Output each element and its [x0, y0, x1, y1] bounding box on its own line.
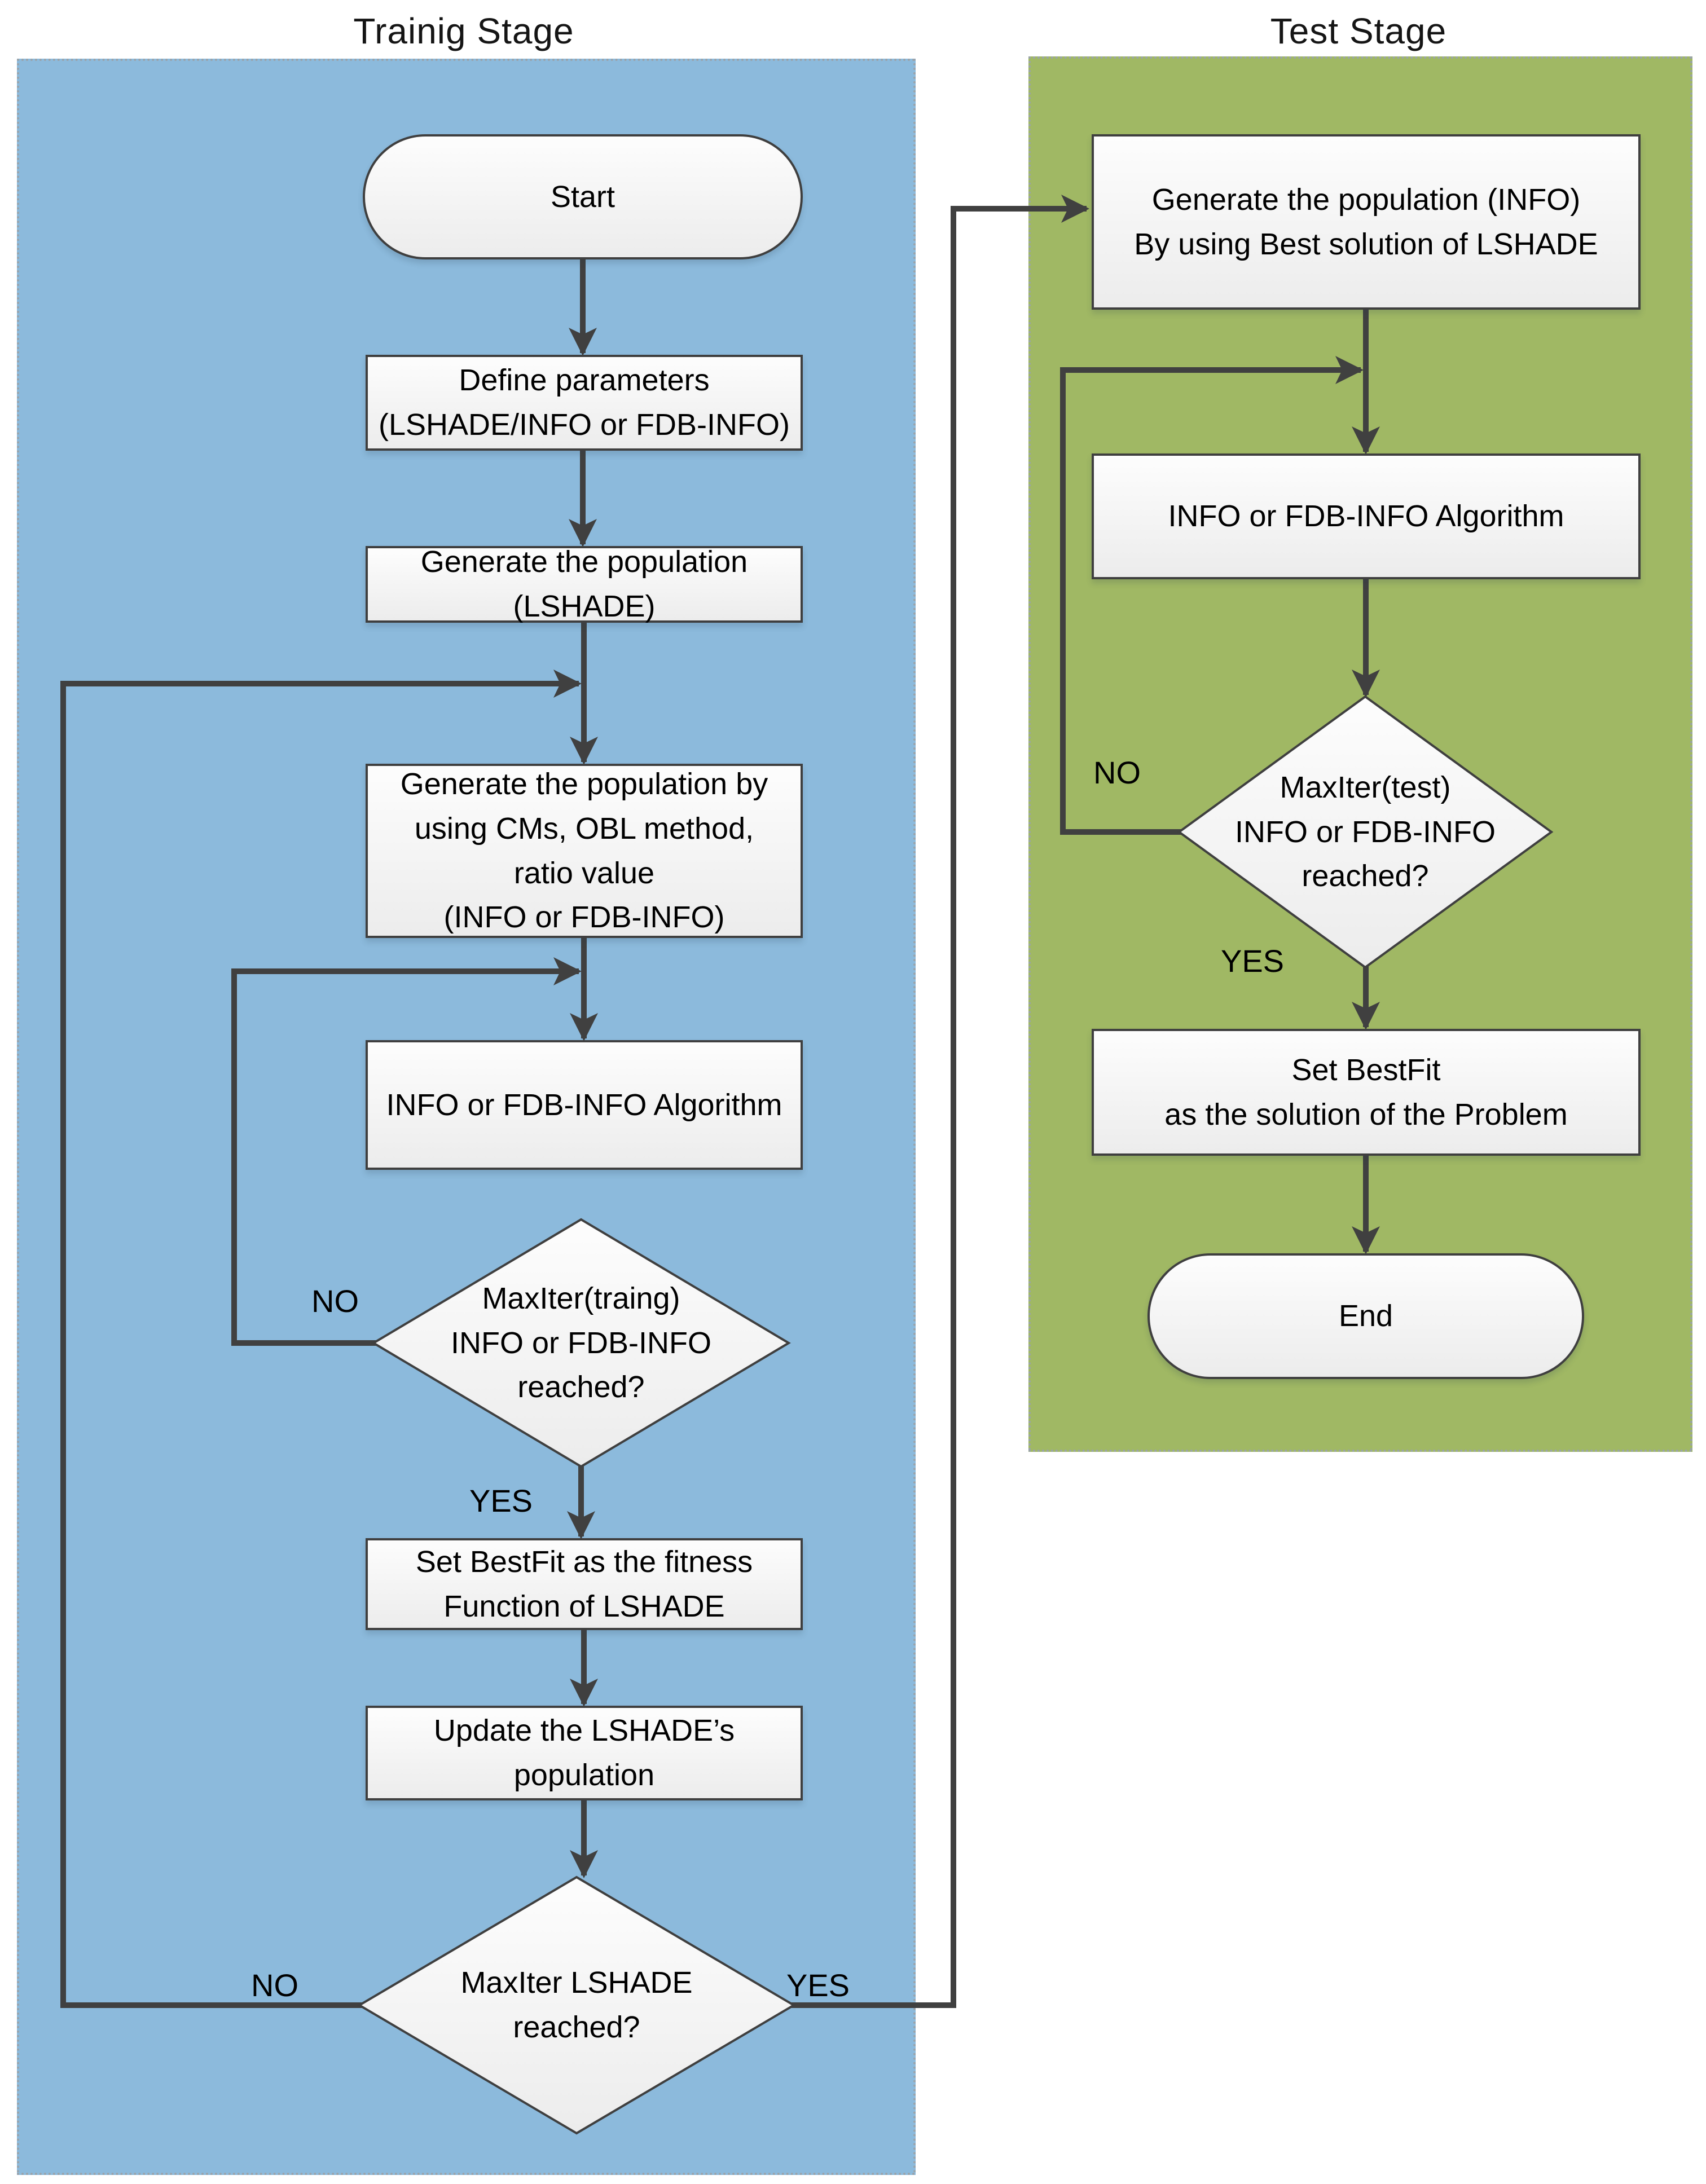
- training-inner-no-label: NO: [311, 1283, 359, 1319]
- end-terminator: End: [1147, 1253, 1584, 1379]
- test-algorithm-box: INFO or FDB-INFO Algorithm: [1092, 453, 1641, 579]
- training-inner-yes-label: YES: [469, 1482, 533, 1518]
- training-outer-no-label: NO: [251, 1967, 298, 2003]
- test-generate-population-label: Generate the population (INFO) By using …: [1134, 182, 1598, 261]
- decision-maxiter-lshade-label: MaxIter LSHADE reached?: [460, 1966, 693, 2044]
- decision-maxiter-test-shape: [1177, 695, 1554, 969]
- training-algorithm-label: INFO or FDB-INFO Algorithm: [386, 1087, 782, 1122]
- test-algorithm-label: INFO or FDB-INFO Algorithm: [1168, 499, 1564, 534]
- decision-maxiter-test-label: MaxIter(test) INFO or FDB-INFO reached?: [1235, 770, 1496, 893]
- edge-outer-no-loop: [60, 670, 582, 2008]
- test-no-label: NO: [1093, 754, 1141, 790]
- test-set-bestfit-box: Set BestFit as the solution of the Probl…: [1092, 1029, 1641, 1156]
- training-algorithm-box: INFO or FDB-INFO Algorithm: [366, 1040, 803, 1170]
- edge-inner-no-loop: [231, 957, 582, 1346]
- start-terminator: Start: [363, 134, 803, 259]
- test-stage-title: Test Stage: [1270, 11, 1447, 51]
- edge-test-no-loop: [1060, 356, 1364, 835]
- define-parameters-box: Define parameters (LSHADE/INFO or FDB-IN…: [366, 355, 803, 451]
- decision-maxiter-training-shape: [371, 1218, 791, 1468]
- test-yes-label: YES: [1220, 943, 1285, 979]
- set-bestfit-fitness-label: Set BestFit as the fitness Function of L…: [415, 1544, 753, 1623]
- end-label: End: [1338, 1299, 1393, 1333]
- training-stage-title: Trainig Stage: [353, 11, 574, 51]
- edge-decision2-yes-to-test: [791, 195, 1089, 2008]
- update-lshade-population-label: Update the LSHADE’s population: [433, 1714, 735, 1792]
- test-generate-population-box: Generate the population (INFO) By using …: [1092, 134, 1641, 310]
- generate-population-lshade-box: Generate the population (LSHADE): [366, 545, 803, 623]
- generate-population-info-label: Generate the population by using CMs, OB…: [400, 767, 768, 935]
- set-bestfit-fitness-box: Set BestFit as the fitness Function of L…: [366, 1538, 803, 1630]
- generate-population-info-box: Generate the population by using CMs, OB…: [366, 764, 803, 938]
- update-lshade-population-box: Update the LSHADE’s population: [366, 1706, 803, 1800]
- define-parameters-label: Define parameters (LSHADE/INFO or FDB-IN…: [378, 363, 790, 442]
- generate-population-lshade-label: Generate the population (LSHADE): [420, 545, 748, 623]
- decision-maxiter-training-label: MaxIter(traing) INFO or FDB-INFO reached…: [451, 1281, 711, 1404]
- start-label: Start: [550, 179, 615, 214]
- decision-maxiter-lshade-shape: [357, 1875, 796, 2135]
- test-set-bestfit-label: Set BestFit as the solution of the Probl…: [1164, 1053, 1568, 1131]
- training-outer-yes-label: YES: [786, 1967, 850, 2003]
